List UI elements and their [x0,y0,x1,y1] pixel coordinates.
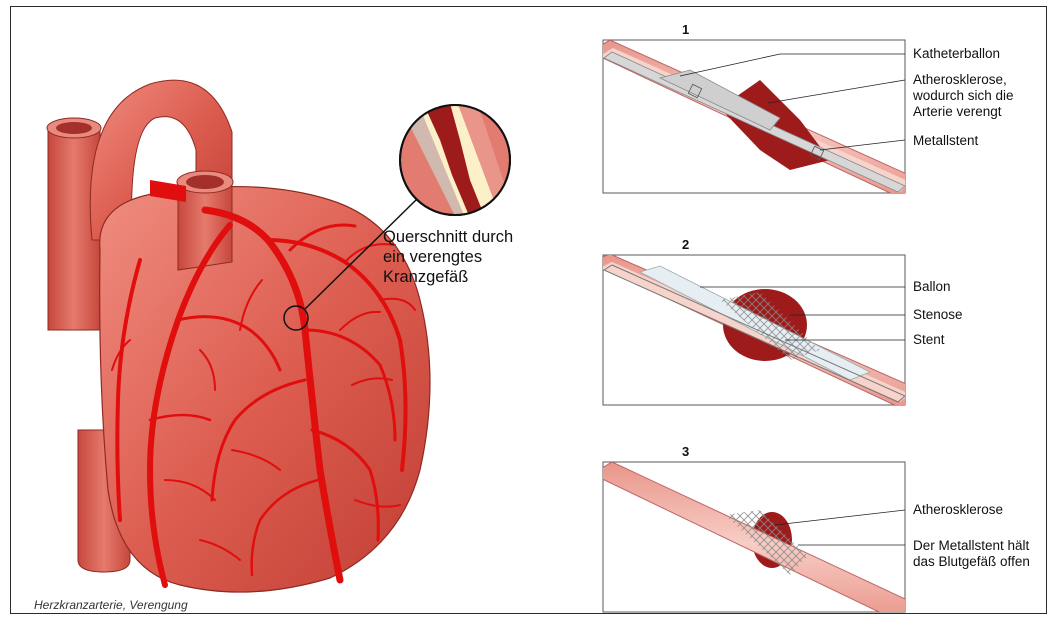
panel-2-labels: Ballon Stenose Stent [913,279,963,347]
label-stenose: Stenose [913,307,963,322]
panel-2: 2 Ballon Stenose Stent [590,237,963,410]
label-metallstent-haelt: Der Metallstent hält das Blutgefäß offen [913,538,1033,569]
panel-3: 3 Atherosklerose Der Metallstent hält da… [592,444,1033,621]
heart-illustration [47,80,430,592]
label-metallstent: Metallstent [913,133,979,148]
label-katheterballon: Katheterballon [913,46,1000,61]
figure-caption: Herzkranzarterie, Verengung [34,598,188,612]
panel-number-1: 1 [682,22,689,37]
panel-number-3: 3 [682,444,689,459]
panel-number-2: 2 [682,237,689,252]
label-atherosklerose-verengt: Atherosklerose, wodurch sich die Arterie… [912,72,1017,119]
panel-3-labels: Atherosklerose Der Metallstent hält das … [913,502,1033,569]
cross-section-label: Querschnitt durch ein verengtes Kranzgef… [383,228,518,286]
label-atherosklerose: Atherosklerose [913,502,1003,517]
panel-1-labels: Katheterballon Atherosklerose, wodurch s… [912,46,1017,148]
panel-1: 1 Katheterballon Atherosklerose, [590,22,1017,200]
label-ballon: Ballon [913,279,951,294]
label-stent: Stent [913,332,945,347]
